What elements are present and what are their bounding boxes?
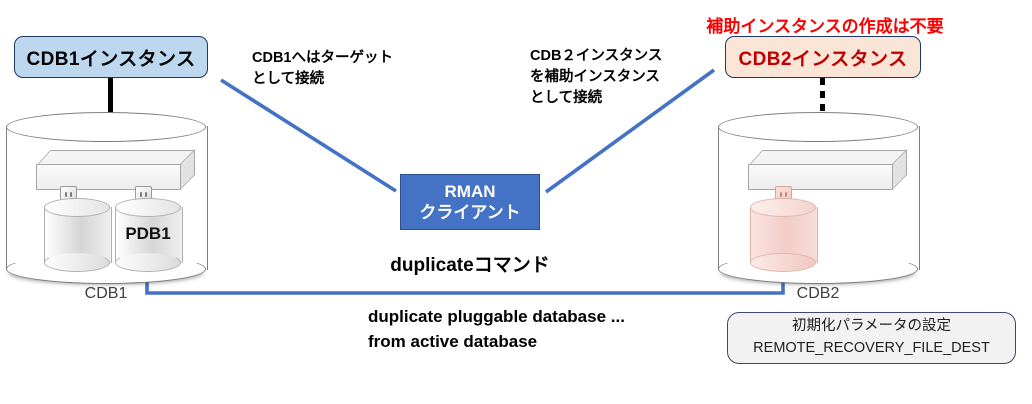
plug-pin-right: [70, 192, 72, 197]
duplicate-command-line2: from active database: [368, 331, 538, 351]
annotation-auxiliary-connection: CDB２インスタンス を補助インスタンス として接続: [530, 46, 662, 109]
cdb2-duplicated-pdb-cylinder: [750, 198, 818, 272]
cdb2-cylinder-body: [718, 126, 920, 270]
pdb-top: [750, 198, 816, 217]
plug-pin-left: [65, 192, 67, 197]
cdb2-instance-stem: [820, 78, 825, 126]
init-parameter-line2: REMOTE_RECOVERY_FILE_DEST: [753, 340, 990, 356]
rman-title-line1: RMAN: [444, 181, 496, 201]
cdb1-cylinder-label: CDB1: [84, 285, 128, 302]
cdb1-root-slab: [36, 149, 196, 192]
pdb-seed-cylinder: [44, 198, 112, 272]
cdb1-cylinder-top: [6, 112, 206, 142]
pdb-bottom: [44, 253, 110, 272]
duplicate-command-caption: duplicateコマンド: [390, 255, 550, 276]
annotation-auxiliary-line1: CDB２インスタンス: [530, 48, 663, 64]
cdb2-cylinder-bottom: [718, 254, 918, 284]
cdb2-cylinder: [718, 112, 920, 284]
cdb2-root-slab-face: [748, 164, 893, 190]
wire-cdb1-to-rman: [220, 78, 397, 193]
plug-pin-right: [785, 192, 787, 197]
pdb-top: [44, 198, 110, 217]
rman-title-line2: クライアント: [419, 203, 521, 222]
cdb1-instance-stem: [108, 78, 113, 126]
init-parameter-line1: 初期化パラメータの設定: [791, 318, 952, 335]
cdb1-instance-box[interactable]: CDB1インスタンス: [14, 36, 208, 78]
plug-pin-left: [780, 192, 782, 197]
pdb-bottom: [115, 253, 181, 272]
cdb2-cylinder-label: CDB2: [796, 285, 840, 302]
init-parameter-box: 初期化パラメータの設定 REMOTE_RECOVERY_FILE_DEST: [727, 312, 1016, 364]
cdb2-cylinder-top: [718, 112, 918, 142]
annotation-auxiliary-line2: を補助インスタンス: [530, 69, 660, 86]
pdb1-cylinder: PDB1: [115, 198, 183, 272]
annotation-target-line2: として接続: [252, 71, 325, 88]
annotation-auxiliary-line3: として接続: [530, 90, 603, 107]
plug-pin-right: [145, 192, 147, 197]
duplicate-command-text: duplicate pluggable database ... from ac…: [368, 305, 625, 354]
plug-pin-left: [140, 192, 142, 197]
pdb-top: [115, 198, 181, 217]
cdb2-instance-box[interactable]: CDB2インスタンス: [725, 36, 921, 78]
pdb-bottom: [750, 253, 816, 272]
annotation-target-connection: CDB1へはターゲット として接続: [252, 48, 393, 90]
duplicate-command-line1: duplicate pluggable database ...: [368, 307, 625, 326]
auxiliary-instance-warning: 補助インスタンスの作成は不要: [706, 17, 944, 36]
pdb1-label: PDB1: [125, 224, 171, 243]
rman-client-box[interactable]: RMAN クライアント: [400, 174, 540, 230]
cdb1-root-slab-face: [36, 164, 181, 190]
annotation-target-line1: CDB1へはターゲット: [252, 50, 393, 66]
cdb2-root-slab: [748, 149, 908, 192]
